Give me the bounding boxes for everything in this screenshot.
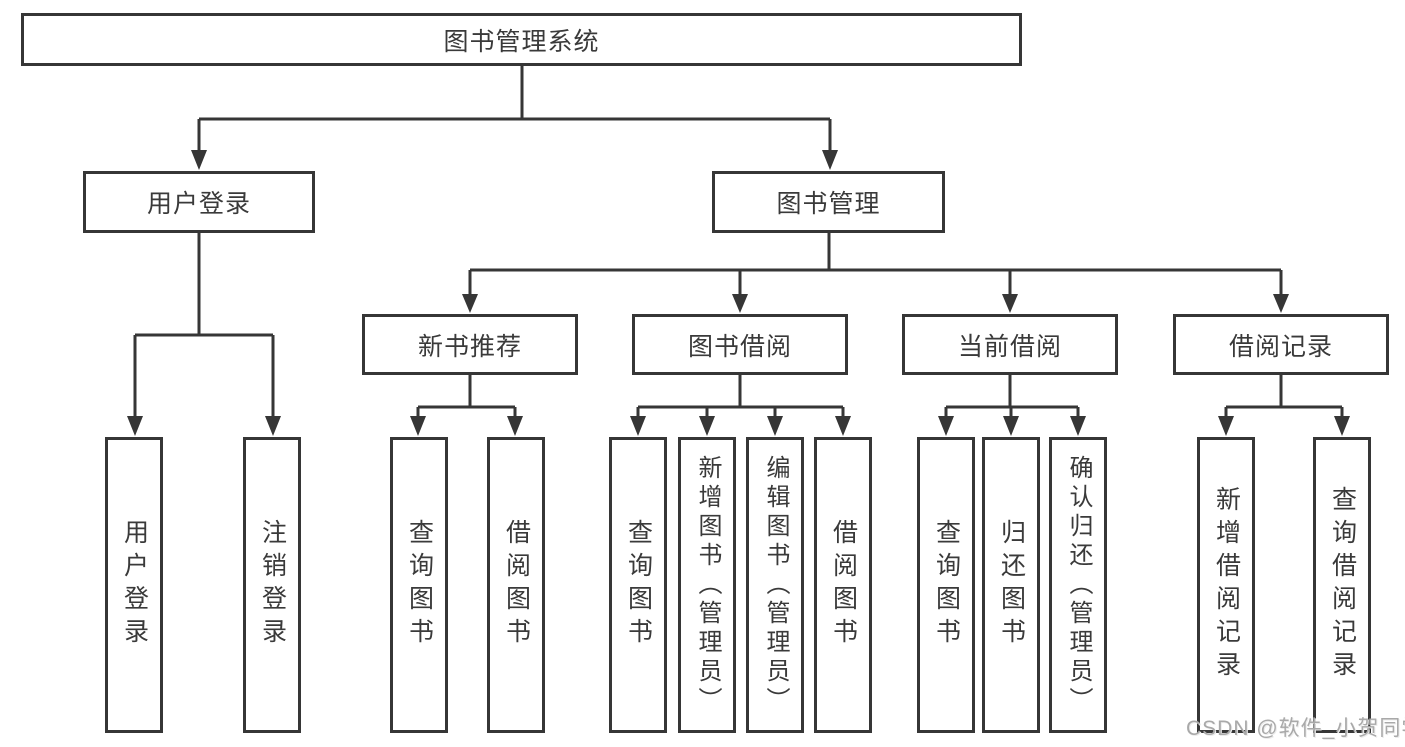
arrowheads [127, 150, 1350, 436]
leaf-edit-book-admin: 编辑图书（管理员） [746, 437, 804, 733]
connector-paths [133, 66, 1344, 422]
leaf-add-book-admin: 新增图书（管理员） [678, 437, 736, 733]
node-book-borrow: 图书借阅 [632, 314, 848, 375]
leaf-confirm-return-admin: 确认归还（管理员） [1049, 437, 1107, 733]
node-library-system-label: 图书管理系统 [443, 27, 600, 56]
node-book-manage-label: 图书管理 [776, 190, 881, 218]
leaf-return-books: 归还图书 [982, 437, 1040, 733]
leaf-borrow-books: 借阅图书 [814, 437, 872, 733]
leaf-add-borrow-record: 新增借阅记录 [1197, 437, 1255, 733]
node-new-book-recommend: 新书推荐 [362, 314, 578, 375]
node-book-manage: 图书管理 [712, 171, 945, 233]
node-borrow-records-label: 借阅记录 [1228, 332, 1333, 361]
csdn-watermark: CSDN @软件_小贺同学 [1186, 717, 1405, 740]
node-borrow-records: 借阅记录 [1173, 314, 1389, 375]
leaf-query-books-recommend: 查询图书 [390, 437, 448, 733]
leaf-query-borrow-record: 查询借阅记录 [1313, 437, 1371, 733]
node-book-borrow-label: 图书借阅 [687, 332, 792, 361]
node-new-book-recommend-label: 新书推荐 [417, 332, 522, 361]
leaf-query-books-borrow: 查询图书 [609, 437, 667, 733]
node-user-login: 用户登录 [83, 171, 315, 233]
leaf-query-books-current: 查询图书 [917, 437, 975, 733]
node-current-borrow-label: 当前借阅 [957, 332, 1062, 361]
node-user-login-label: 用户登录 [146, 190, 251, 218]
leaf-borrow-books-recommend: 借阅图书 [487, 437, 545, 733]
leaf-logout: 注销登录 [243, 437, 301, 733]
node-library-system: 图书管理系统 [21, 13, 1022, 66]
leaf-user-login: 用户登录 [105, 437, 163, 733]
node-current-borrow: 当前借阅 [902, 314, 1118, 375]
